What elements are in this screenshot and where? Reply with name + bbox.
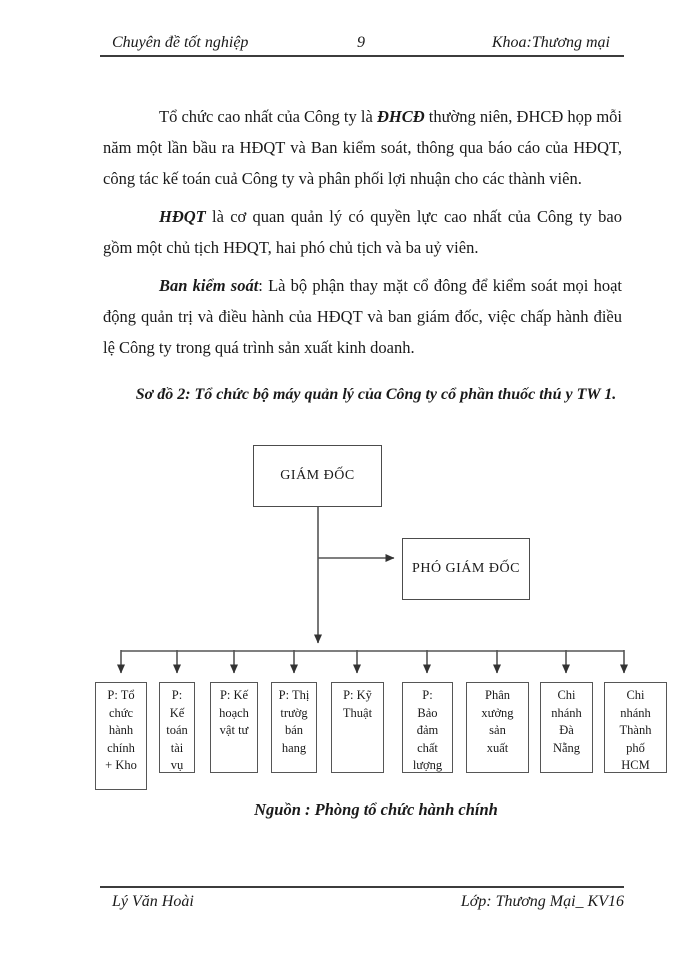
org-box-dept-ky-thuat: P: Kỹ Thuật [331, 682, 384, 773]
org-box-dept-phan-xuong-san-xuat: Phân xưởng sản xuất [466, 682, 529, 773]
page-footer: Lý Văn Hoài Lớp: Thương Mại_ KV16 [100, 886, 624, 911]
term-dhcd: ĐHCĐ [376, 107, 425, 126]
org-box-dept-ke-hoach-vat-tu: P: Kế hoạch vật tư [210, 682, 258, 773]
org-box-dept-bao-dam-chat-luong: P: Bảo đảm chất lượng [402, 682, 453, 773]
page-header: Chuyên đề tốt nghiệp 9 Khoa:Thương mại [100, 34, 624, 57]
org-box-dept-thi-truong-ban-hang: P: Thị trườg bán hang [271, 682, 317, 773]
term-hdqt: HĐQT [159, 207, 206, 226]
org-box-dept-chi-nhanh-hcm: Chi nhánh Thành phố HCM [604, 682, 667, 773]
paragraph-ban-kiem-soat: Ban kiểm soát: Là bộ phận thay mặt cổ đô… [103, 270, 622, 363]
paragraph-post: thường niên, ĐHCĐ họp mỗi năm một lần bầ… [103, 107, 622, 188]
paragraph-hdqt: HĐQT là cơ quan quản lý có quyền lực cao… [103, 201, 622, 263]
footer-class: Lớp: Thương Mại_ KV16 [460, 893, 624, 910]
org-box-director: GIÁM ĐỐC [253, 445, 382, 507]
org-box-dept-to-chuc-hanh-chinh: P: Tổ chức hành chính + Kho [95, 682, 147, 790]
footer-author: Lý Văn Hoài [112, 893, 194, 910]
page-number: 9 [357, 34, 365, 51]
org-box-deputy-director: PHÓ GIÁM ĐỐC [402, 538, 530, 600]
diagram-source-caption: Nguồn : Phòng tổ chức hành chính [254, 800, 498, 819]
paragraph-post: : Là bộ phận thay mặt cổ đông để kiểm so… [103, 276, 622, 357]
header-course-title: Chuyên đề tốt nghiệp [112, 34, 249, 51]
paragraph-post: là cơ quan quản lý có quyền lực cao nhất… [103, 207, 622, 257]
header-faculty: Khoa:Thương mại [491, 34, 610, 51]
org-box-dept-ke-toan-tai-vu: P: Kế toán tài vụ [159, 682, 195, 773]
paragraph-dhcd: Tổ chức cao nhất của Công ty là ĐHCĐ thư… [103, 101, 622, 194]
body-text: Tổ chức cao nhất của Công ty là ĐHCĐ thư… [103, 101, 622, 370]
org-box-dept-chi-nhanh-da-nang: Chi nhánh Đà Nẵng [540, 682, 593, 773]
paragraph-pre: Tổ chức cao nhất của Công ty là [159, 107, 377, 126]
org-chart-connectors [117, 507, 628, 674]
term-ban-kiem-soat: Ban kiểm soát [159, 276, 259, 295]
diagram-title: Sơ đồ 2: Tổ chức bộ máy quản lý của Công… [135, 386, 617, 403]
